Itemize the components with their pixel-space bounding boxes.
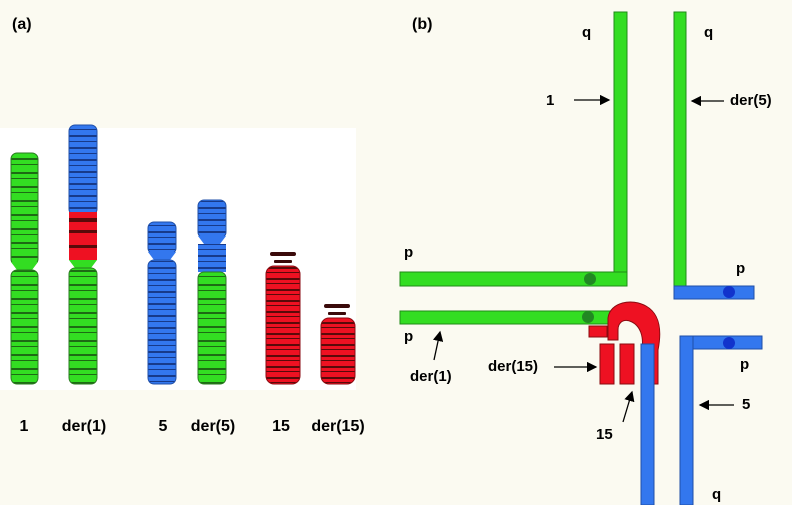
label-q-right: q — [704, 24, 714, 41]
schematic-svg — [399, 11, 763, 505]
panel-a-label: (a) — [12, 16, 32, 33]
panel-b: (b) — [396, 0, 792, 505]
arrow-to-chr15 — [622, 390, 635, 423]
ideogram-svg — [10, 124, 356, 385]
label-p-upper-left: p — [404, 244, 414, 261]
arrow-to-der1 — [433, 330, 444, 361]
chromosome-1 — [10, 152, 39, 385]
schematic-chr1 — [399, 11, 628, 287]
label-q-bottom: q — [712, 486, 722, 503]
chromosome-15 — [265, 252, 301, 385]
label-der1: der(1) — [410, 368, 452, 385]
panel-a: (a) — [0, 0, 396, 505]
label-der1: der(1) — [61, 418, 107, 435]
label-1: 1 — [546, 92, 555, 109]
label-chr5: 5 — [158, 418, 168, 435]
panel-b-label: (b) — [412, 16, 433, 33]
label-chr15: 15 — [272, 418, 290, 435]
label-der5: der(5) — [190, 418, 236, 435]
chromosome-der5 — [197, 199, 227, 385]
label-15: 15 — [596, 426, 613, 443]
schematic-der1 — [399, 310, 611, 325]
chromosome-der15 — [320, 304, 356, 385]
label-5: 5 — [742, 396, 751, 413]
chromosome-der1 — [68, 124, 98, 385]
label-chr1: 1 — [19, 418, 29, 435]
chromosome-5 — [147, 221, 177, 385]
label-der15: der(15) — [488, 358, 539, 375]
label-p-lower-left: p — [404, 328, 414, 345]
label-p-lower-right: p — [740, 356, 750, 373]
schematic-der5 — [673, 11, 755, 300]
label-der15: der(15) — [311, 418, 365, 435]
label-p-upper-right: p — [736, 260, 746, 277]
schematic-chr15 — [640, 343, 655, 505]
label-q-left: q — [582, 24, 592, 41]
schematic-chr5 — [679, 335, 763, 505]
label-der5: der(5) — [730, 92, 772, 109]
